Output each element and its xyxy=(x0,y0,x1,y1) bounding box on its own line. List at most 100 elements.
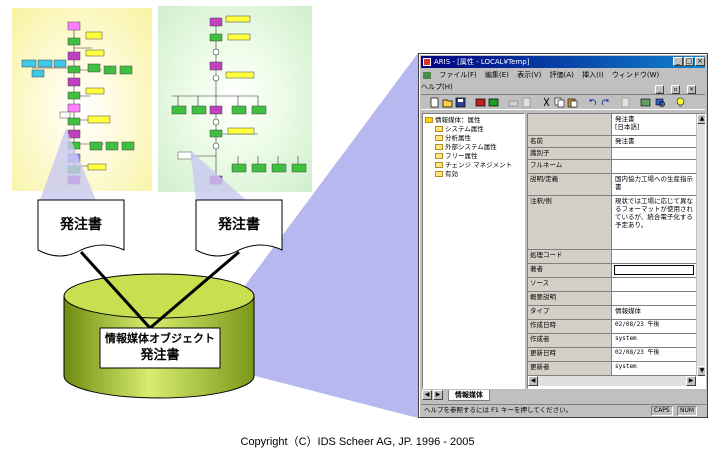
print-preview-icon[interactable] xyxy=(521,97,532,108)
mdi-close-button[interactable]: × xyxy=(687,85,696,94)
document-icon xyxy=(423,71,431,79)
connector-line-right xyxy=(149,250,240,330)
row-value[interactable]: 情報媒体 xyxy=(615,307,641,315)
row-key: フルネーム xyxy=(528,160,612,173)
copyright-text: Copyright（C）IDS Scheer AG, JP. 1996 - 20… xyxy=(240,436,475,448)
scroll-left-icon[interactable]: ◀ xyxy=(528,376,538,386)
menu-evaluate[interactable]: 評価(A) xyxy=(549,71,574,79)
open-icon[interactable] xyxy=(442,97,453,108)
scroll-down-icon[interactable]: ▼ xyxy=(697,366,705,376)
tree-item-analysis[interactable]: 分析属性 xyxy=(425,134,522,143)
minimize-button[interactable]: _ xyxy=(673,57,683,66)
mdi-restore-button[interactable]: ▫ xyxy=(671,85,680,94)
status-text: ヘルプを参照するには F1 キーを押してください。 xyxy=(424,406,573,414)
folder-icon xyxy=(435,135,443,141)
table-row[interactable]: 著者 xyxy=(528,264,696,278)
tab-scroll-left-icon[interactable]: ◀ xyxy=(422,390,432,400)
grid-header-key xyxy=(528,114,612,135)
menu-insert[interactable]: 挿入(I) xyxy=(582,71,604,79)
redo-icon[interactable] xyxy=(600,97,611,108)
scroll-right-icon[interactable]: ▶ xyxy=(686,376,696,386)
table-row[interactable]: タイプ情報媒体 xyxy=(528,306,696,320)
tree-item-valid[interactable]: 有効 xyxy=(425,170,522,179)
document-callout-left xyxy=(37,199,125,257)
row-key: 作成日時 xyxy=(528,320,612,333)
row-value[interactable] xyxy=(613,148,696,159)
table-row[interactable]: フルネーム xyxy=(528,160,696,174)
model-icon[interactable] xyxy=(488,97,499,108)
tree-item-system[interactable]: システム属性 xyxy=(425,125,522,134)
table-row[interactable]: 識別子 xyxy=(528,148,696,160)
menu-window[interactable]: ウィンドウ(W) xyxy=(611,71,660,79)
row-key: 処理コード xyxy=(528,250,612,263)
tree-item-label: 情報媒体：属性 xyxy=(435,116,481,124)
mdi-minimize-button[interactable]: _ xyxy=(655,85,664,94)
cut-icon[interactable] xyxy=(541,97,552,108)
tab-information-carrier[interactable]: 情報媒体 xyxy=(448,390,490,401)
table-row[interactable]: 説明/定義国内協力工場への生産指示書 xyxy=(528,174,696,196)
aris-window: ARIS - [属性 - LOCAL¥Temp] _ □ × ファイル(F) 編… xyxy=(418,53,708,418)
row-key: タイプ xyxy=(528,306,612,319)
table-row[interactable]: 処理コード xyxy=(528,250,696,264)
help-lightbulb-icon[interactable] xyxy=(675,97,686,108)
row-value[interactable]: system xyxy=(615,363,637,370)
paste-icon[interactable] xyxy=(567,97,578,108)
document-callout-right xyxy=(195,199,283,257)
row-value[interactable]: 発注書 xyxy=(615,137,635,145)
maximize-button[interactable]: □ xyxy=(684,57,694,66)
folder-icon xyxy=(435,144,443,150)
tree-item-label: フリー属性 xyxy=(445,152,478,160)
menu-file[interactable]: ファイル(F) xyxy=(439,71,477,79)
row-value[interactable]: 現状では工場に応じて異なるフォーマットが使用されているが、統合電子化する予定あり… xyxy=(615,197,693,229)
vertical-scrollbar[interactable]: ▲ ▼ xyxy=(696,114,705,376)
clipboard-icon[interactable] xyxy=(620,97,631,108)
folder-icon xyxy=(435,162,443,168)
row-value[interactable]: 02/08/23 午後 xyxy=(615,321,660,328)
table-row[interactable]: 概要説明 xyxy=(528,292,696,306)
row-key: ソース xyxy=(528,278,612,291)
sheet-tabs: ◀ ▶ 情報媒体 xyxy=(422,390,706,401)
copy-icon[interactable] xyxy=(554,97,565,108)
tree-item-root[interactable]: 情報媒体：属性 xyxy=(425,116,522,125)
tree-item-change-management[interactable]: チェンジ マネジメント xyxy=(425,161,522,170)
row-value[interactable]: 02/08/23 午後 xyxy=(615,349,660,356)
window-titlebar[interactable]: ARIS - [属性 - LOCAL¥Temp] _ □ × xyxy=(421,56,705,68)
tree-item-free[interactable]: フリー属性 xyxy=(425,152,522,161)
folder-icon xyxy=(435,171,443,177)
tab-scroll-right-icon[interactable]: ▶ xyxy=(433,390,443,400)
window-title: ARIS - [属性 - LOCAL¥Temp] xyxy=(434,58,530,66)
scroll-up-icon[interactable]: ▲ xyxy=(697,114,705,124)
table-row[interactable]: ソース xyxy=(528,278,696,292)
new-icon[interactable] xyxy=(429,97,440,108)
row-value[interactable] xyxy=(613,278,696,291)
undo-icon[interactable] xyxy=(587,97,598,108)
row-value[interactable] xyxy=(613,292,696,305)
row-key: 概要説明 xyxy=(528,292,612,305)
row-value[interactable]: 国内協力工場への生産指示書 xyxy=(615,175,693,191)
grid-header-row: 発注書 [日本語] xyxy=(528,114,696,136)
table-row[interactable]: 注釈/例現状では工場に応じて異なるフォーマットが使用されているが、統合電子化する… xyxy=(528,196,696,250)
author-edit-field[interactable] xyxy=(614,265,694,275)
row-value[interactable] xyxy=(613,160,696,173)
menu-view[interactable]: 表示(V) xyxy=(517,71,542,79)
menu-edit[interactable]: 編集(E) xyxy=(484,71,509,79)
tree-item-external-system[interactable]: 外部システム属性 xyxy=(425,143,522,152)
properties-icon[interactable] xyxy=(475,97,486,108)
horizontal-scrollbar[interactable]: ◀ ▶ xyxy=(528,376,696,386)
print-icon[interactable] xyxy=(508,97,519,108)
tree-item-label: システム属性 xyxy=(445,125,484,133)
search-object-icon[interactable] xyxy=(655,97,666,108)
save-icon[interactable] xyxy=(455,97,466,108)
row-key: 識別子 xyxy=(528,148,612,159)
attributes-icon[interactable] xyxy=(640,97,651,108)
menu-help[interactable]: ヘルプ(H) xyxy=(421,83,453,91)
close-button[interactable]: × xyxy=(695,57,705,66)
table-row[interactable]: 名前発注書 xyxy=(528,136,696,148)
row-value[interactable]: system xyxy=(615,335,637,342)
row-key: 名前 xyxy=(528,136,612,147)
row-value[interactable] xyxy=(613,250,696,263)
